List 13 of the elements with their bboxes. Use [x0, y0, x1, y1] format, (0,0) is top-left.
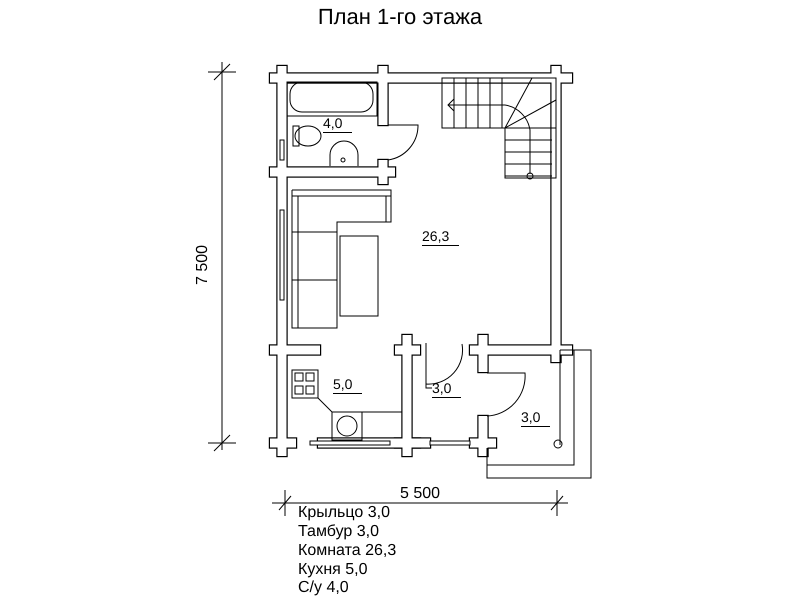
dimension-label: 5 500 [400, 486, 440, 502]
room-area-label: 5,0 [333, 377, 362, 394]
room-legend-item: С/у 4,0 [298, 580, 349, 596]
room-legend-item: Кухня 5,0 [298, 562, 368, 578]
room-legend-item: Тамбур 3,0 [298, 524, 379, 540]
room-legend-item: Крыльцо 3,0 [298, 505, 390, 521]
dimension-label: 7 500 [195, 244, 211, 286]
plan-title: План 1-го этажа [316, 4, 484, 30]
room-legend-item: Комната 26,3 [298, 543, 396, 559]
room-area-label: 4,0 [323, 116, 352, 133]
room-area-label: 3,0 [432, 381, 462, 398]
room-area-label: 26,3 [422, 229, 460, 246]
room-area-label: 3,0 [521, 410, 550, 427]
